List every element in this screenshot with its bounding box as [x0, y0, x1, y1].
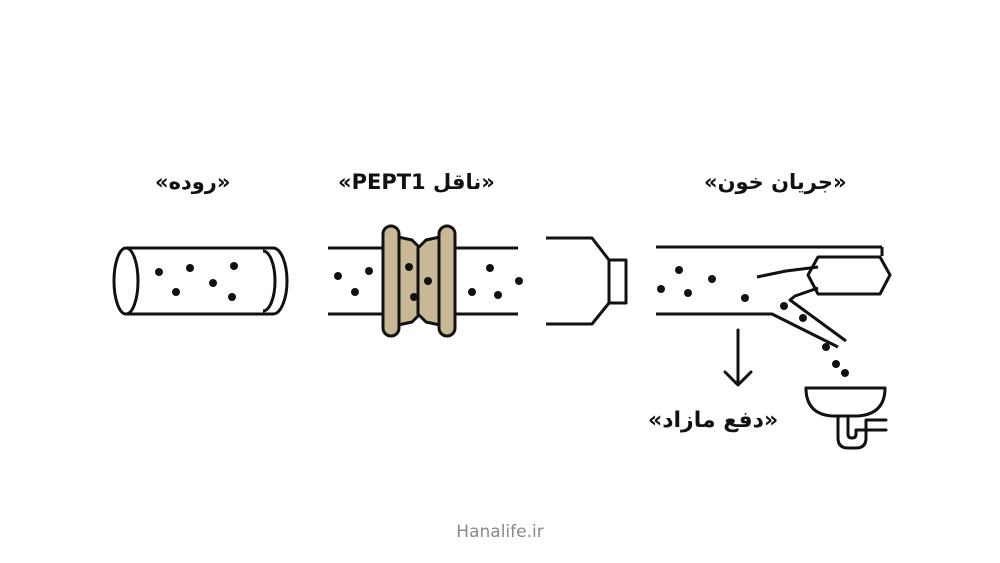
- particle: [494, 291, 502, 299]
- excretion-label: «دفع مازاد»: [648, 408, 779, 433]
- intestine-label: «روده»: [155, 170, 231, 194]
- particle: [708, 275, 716, 283]
- particle: [741, 294, 749, 302]
- intestine-particles: [155, 262, 238, 301]
- particle: [172, 288, 180, 296]
- particle: [410, 293, 418, 301]
- branch-lower-wall: [788, 286, 847, 343]
- particle: [822, 343, 830, 351]
- pept1-transporter: [381, 224, 457, 338]
- particle: [405, 263, 413, 271]
- receptor-hexagon: [806, 255, 892, 296]
- arrow-down-icon: [723, 328, 753, 387]
- intestine-tube-left-end: [112, 246, 140, 316]
- blood-particles: [657, 266, 849, 377]
- pept1-transporter-label: «ناقل PEPT1»: [338, 170, 495, 194]
- transporter-right-bar: [437, 224, 457, 338]
- intestine-tube-right-rim: [272, 246, 289, 316]
- funnel-connector: [546, 236, 628, 326]
- particle: [780, 302, 788, 310]
- intestine-tube-right-end: [262, 249, 277, 313]
- particle: [209, 279, 217, 287]
- particle: [230, 262, 238, 270]
- particle: [334, 272, 342, 280]
- particle: [155, 268, 163, 276]
- particle: [841, 369, 849, 377]
- particle: [675, 266, 683, 274]
- particle: [468, 288, 476, 296]
- funnel-tip: [609, 258, 628, 305]
- particle: [365, 267, 373, 275]
- particle: [486, 264, 494, 272]
- blood-vessel: [656, 245, 892, 349]
- transporter-left-bar: [381, 224, 401, 338]
- particle: [684, 289, 692, 297]
- particle: [351, 288, 359, 296]
- particle: [424, 277, 432, 285]
- particle: [186, 264, 194, 272]
- blood-vessel-bottom-edge: [656, 312, 839, 349]
- funnel-body: [546, 236, 611, 326]
- pept1-particles: [334, 263, 523, 301]
- branch-upper-wall: [756, 265, 819, 279]
- particle: [832, 360, 840, 368]
- particle: [657, 285, 665, 293]
- sink-drain-icon: [804, 386, 888, 450]
- site-watermark: Hanalife.ir: [456, 522, 544, 542]
- particle: [799, 314, 807, 322]
- particle: [228, 293, 236, 301]
- bloodstream-label: «جریان خون»: [704, 170, 847, 194]
- intestine-tube: [112, 246, 289, 316]
- particle: [515, 277, 523, 285]
